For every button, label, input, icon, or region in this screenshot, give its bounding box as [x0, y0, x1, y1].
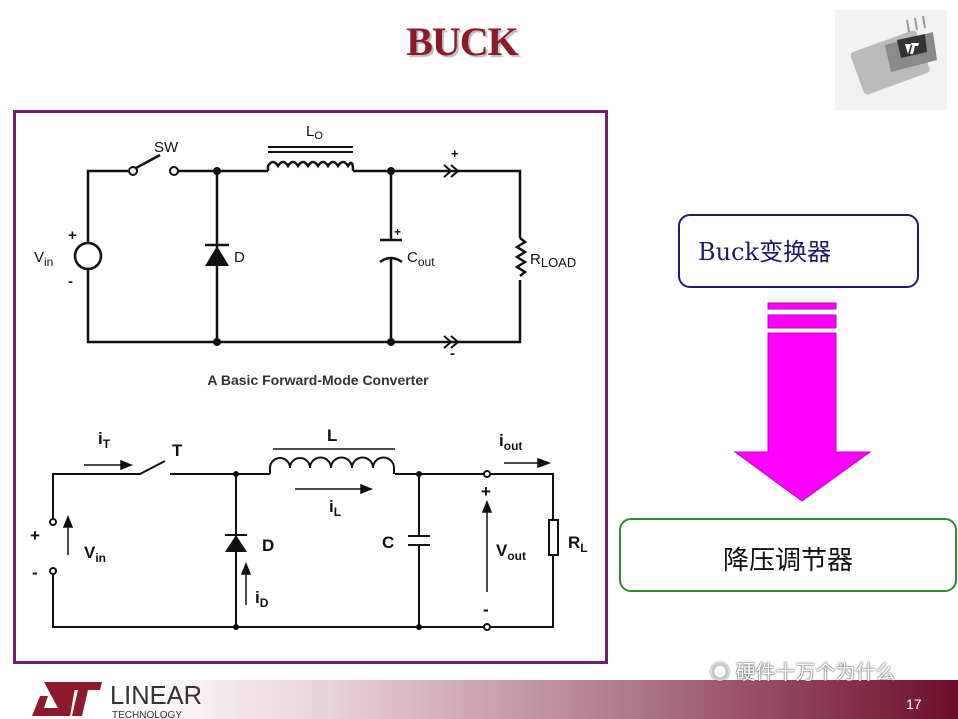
svg-text:TECHNOLOGY: TECHNOLOGY: [112, 710, 182, 719]
svg-text:-: -: [32, 563, 38, 582]
label-sw: SW: [154, 139, 179, 156]
label-vout: V: [496, 541, 508, 560]
label-c: C: [382, 533, 394, 552]
label-vin-bottom: V: [84, 543, 96, 562]
watermark: ◉ 硬件十万个为什么: [710, 662, 896, 684]
label-lo: L: [306, 123, 314, 140]
label-vin: V: [34, 249, 44, 266]
svg-text:LINEAR: LINEAR: [110, 680, 202, 710]
linear-technology-logo: LINEAR TECHNOLOGY: [32, 680, 202, 719]
label-rload: R: [530, 251, 541, 268]
svg-text:+: +: [68, 227, 77, 244]
resistor-icon: [548, 519, 559, 556]
circuit-caption: A Basic Forward-Mode Converter: [207, 372, 429, 388]
svg-text:LO: LO: [306, 123, 323, 142]
svg-text:iT: iT: [98, 429, 111, 451]
inductor-icon: [269, 456, 395, 474]
page-number: 17: [906, 696, 922, 712]
label-d: D: [234, 249, 245, 266]
switch-icon: [135, 153, 161, 170]
svg-text:iL: iL: [329, 497, 341, 519]
svg-text:Vin: Vin: [34, 249, 53, 269]
slide-title: BUCK: [406, 19, 519, 64]
label-cout: C: [407, 249, 418, 266]
svg-text:-: -: [450, 345, 455, 362]
svg-text:+: +: [394, 225, 401, 239]
label-il: i: [329, 497, 334, 516]
inductor-icon: [266, 160, 355, 172]
diode-icon: [205, 246, 229, 266]
svg-text:-: -: [483, 600, 489, 619]
diode-icon: [225, 535, 247, 552]
buck-converter-box: Buck变换器: [678, 214, 919, 288]
svg-text:Vout: Vout: [496, 541, 526, 563]
svg-text:-: -: [68, 273, 73, 290]
label-iout: i: [499, 431, 504, 450]
label-l: L: [327, 426, 337, 445]
label-rl: R: [568, 533, 580, 552]
circuit-diagrams: SW LO Vin + - D Cout + RLOAD + - A Basic…: [30, 123, 588, 631]
label-d-bottom: D: [262, 536, 274, 555]
label-it: i: [98, 429, 103, 448]
diagram-frame: [13, 110, 608, 664]
top-circuit: [73, 146, 528, 349]
svg-text:Vin: Vin: [84, 543, 106, 565]
svg-text:RL: RL: [568, 533, 588, 555]
voltage-source-icon: [73, 241, 103, 271]
resistor-icon: [514, 237, 528, 277]
footer-bar: [0, 680, 958, 719]
label-t: T: [172, 441, 183, 460]
svg-text:Cout: Cout: [407, 249, 435, 269]
step-down-regulator-box: 降压调节器: [619, 518, 957, 592]
wechat-icon: ◉: [710, 662, 736, 684]
down-arrow-icon: [733, 302, 872, 502]
bottom-circuit: [49, 448, 559, 631]
svg-text:+: +: [30, 526, 40, 545]
svg-text:+: +: [451, 146, 459, 161]
svg-text:iD: iD: [255, 588, 269, 610]
chip-image: [835, 10, 947, 110]
label-id: i: [255, 588, 260, 607]
svg-text:+: +: [481, 482, 491, 501]
svg-text:RLOAD: RLOAD: [530, 251, 576, 270]
svg-text:iout: iout: [499, 431, 522, 453]
